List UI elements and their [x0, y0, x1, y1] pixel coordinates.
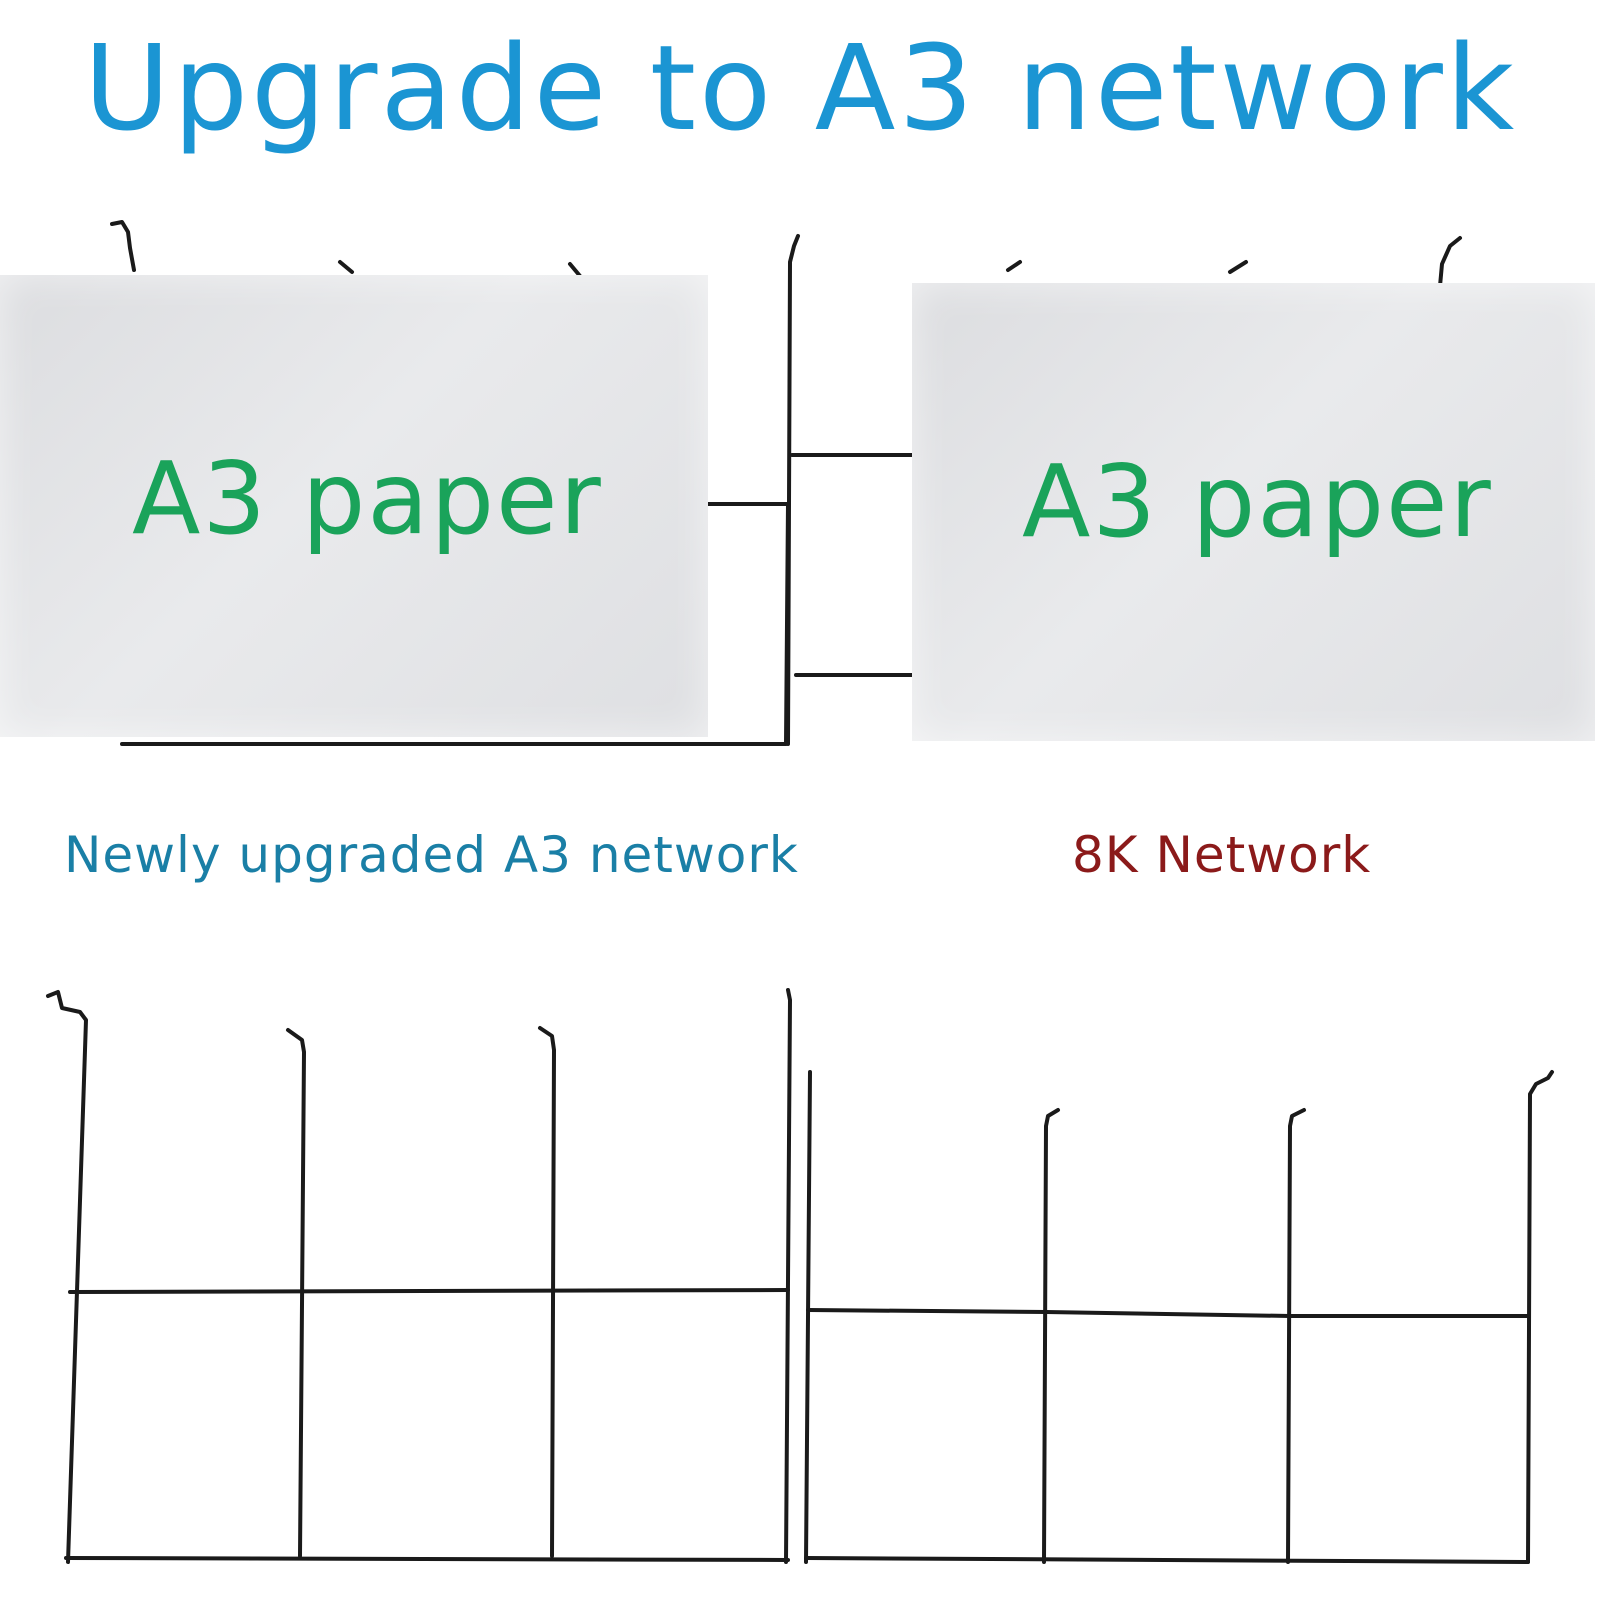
a3-wire-frame — [46, 988, 792, 1564]
center-divider-wire — [786, 234, 800, 746]
a3-frame-crossbar — [68, 1288, 790, 1294]
left-frame-hook-3 — [568, 262, 582, 278]
paper-label-right: A3 paper — [1022, 443, 1493, 560]
8k-frame-hook-1 — [1042, 1108, 1060, 1564]
a3-paper-right: A3 paper — [912, 283, 1595, 741]
left-frame-hook-2 — [338, 260, 354, 274]
a3-paper-left: A3 paper — [0, 275, 708, 737]
left-frame-hook-1 — [110, 220, 136, 272]
a3-frame-bottom — [64, 1556, 790, 1562]
paper-label-left: A3 paper — [132, 440, 603, 557]
8k-frame-bottom — [804, 1556, 1530, 1564]
8k-frame-hook-2 — [1286, 1108, 1306, 1564]
caption-newly-upgraded: Newly upgraded A3 network — [64, 826, 799, 884]
right-frame-hook-1 — [1006, 260, 1022, 272]
8k-wire-frame — [804, 1070, 1554, 1564]
8k-frame-hook-3 — [1526, 1070, 1554, 1564]
a3-frame-hook-1 — [46, 990, 88, 1564]
page-title: Upgrade to A3 network — [83, 19, 1518, 157]
right-frame-hook-2 — [1228, 260, 1248, 274]
8k-frame-left-post — [804, 1070, 812, 1564]
8k-frame-crossbar — [806, 1308, 1530, 1318]
caption-8k-network: 8K Network — [1072, 826, 1372, 884]
a3-frame-hook-2 — [286, 1028, 306, 1558]
right-frame-hook-3 — [1438, 236, 1462, 288]
a3-frame-right-post — [784, 988, 792, 1564]
a3-frame-hook-3 — [538, 1026, 556, 1558]
